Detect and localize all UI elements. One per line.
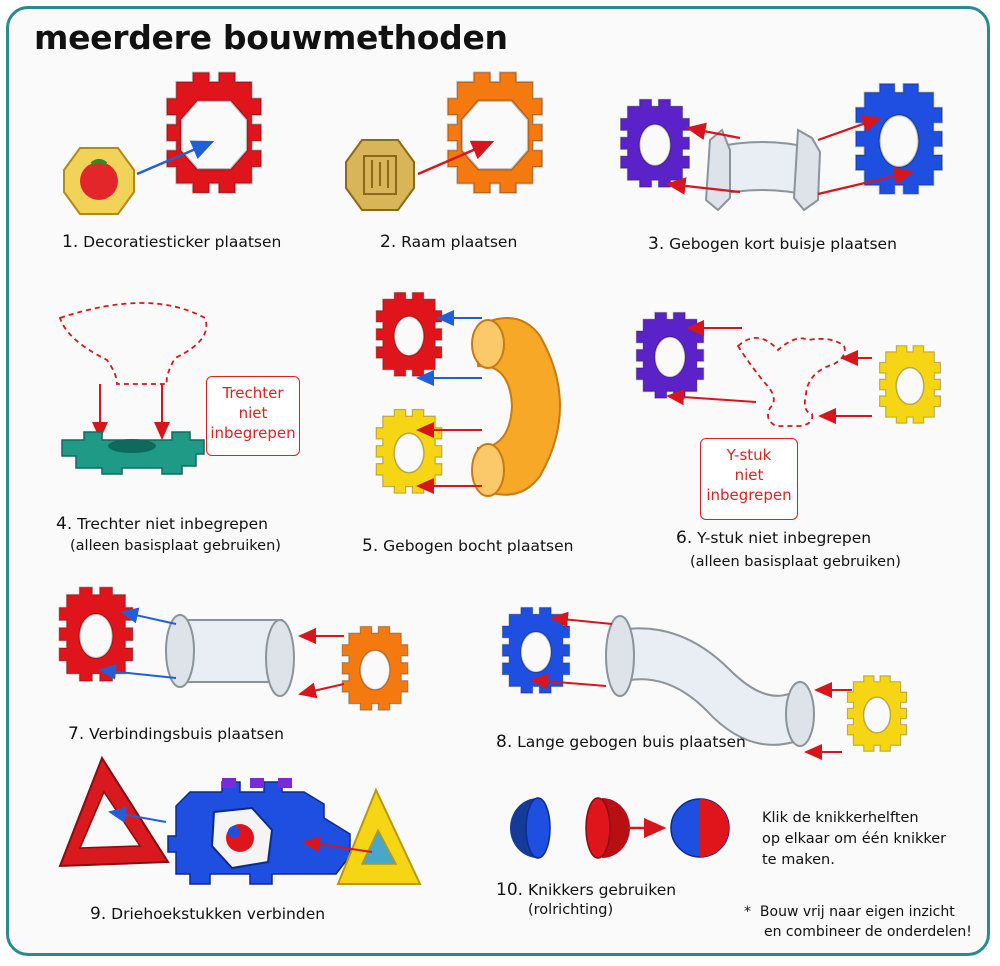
page-title: meerdere bouwmethoden [34, 18, 508, 57]
step7-illustration [57, 585, 410, 712]
step6-illustration [635, 311, 942, 427]
footnote: * Bouw vrij naar eigen inzicht en combin… [744, 904, 972, 940]
step8-illustration [501, 606, 908, 760]
step5-illustration [374, 291, 561, 497]
step2-illustration [345, 71, 544, 211]
step10-caption: 10. Knikkers gebruiken [496, 880, 677, 900]
step4-caption: 4. Trechter niet inbegrepen [56, 514, 268, 534]
step10-subcaption: (rolrichting) [528, 902, 614, 918]
step10-illustration [510, 797, 730, 859]
step2-caption: 2. Raam plaatsen [380, 232, 518, 252]
step5-caption: 5. Gebogen bocht plaatsen [362, 536, 574, 556]
step1-caption: 1. Decoratiesticker plaatsen [62, 232, 282, 252]
step6-caption: 6. Y-stuk niet inbegrepen [676, 528, 872, 548]
step9-illustration [58, 755, 422, 885]
step8-caption: 8. Lange gebogen buis plaatsen [496, 732, 746, 752]
step4-illustration [58, 302, 208, 475]
step3-caption: 3. Gebogen kort buisje plaatsen [648, 234, 897, 254]
step9-caption: 9. Driehoekstukken verbinden [90, 904, 326, 924]
step1-illustration [63, 71, 263, 215]
step4-subcaption: (alleen basisplaat gebruiken) [70, 538, 281, 554]
step7-caption: 7. Verbindingsbuis plaatsen [68, 724, 284, 744]
step3-illustration [619, 82, 944, 212]
footnote-star: * [744, 904, 751, 920]
step6-subcaption: (alleen basisplaat gebruiken) [690, 554, 901, 570]
